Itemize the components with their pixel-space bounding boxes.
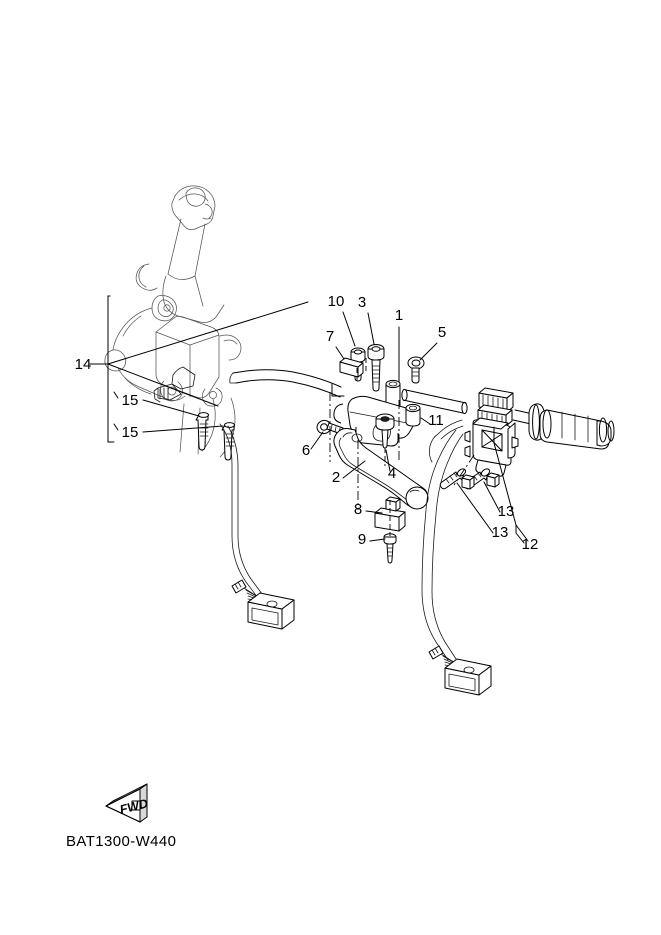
callout-14: 14 — [75, 356, 92, 373]
wiring-harness-left — [219, 423, 263, 599]
part-5-bolt — [407, 356, 425, 384]
switch-wire-stubs — [428, 419, 464, 463]
callout-1: 1 — [395, 307, 403, 324]
construction-dashed-lines — [329, 357, 475, 536]
callout-4: 4 — [388, 465, 396, 482]
callout-12: 12 — [522, 536, 539, 553]
wiring-harness-right — [421, 429, 464, 661]
clutch-switch-detail — [153, 366, 196, 403]
perch-bracket-box — [331, 383, 345, 397]
callout-11: 11 — [428, 412, 444, 429]
throttle-grip — [528, 403, 615, 450]
callout-13-upper: 13 — [498, 503, 515, 520]
part-7-bracket — [339, 357, 364, 378]
callout-6: 6 — [302, 442, 310, 459]
callout-numbers: 10 3 1 5 7 6 11 4 2 8 9 13 13 12 14 15 1… — [75, 293, 539, 553]
right-handlebar-switch — [464, 387, 519, 477]
part-11-collar — [405, 403, 421, 427]
callout-15-upper: 15 — [122, 392, 139, 409]
callout-10: 10 — [328, 293, 345, 310]
callout-15-lower: 15 — [122, 424, 139, 441]
leader-lines — [89, 295, 529, 544]
part-3-bolt — [367, 344, 385, 392]
callout-5: 5 — [438, 324, 446, 341]
part-9-screw — [383, 533, 397, 564]
handlebar-tube — [229, 369, 534, 425]
part-13-screw-lower — [439, 468, 467, 490]
part-code-label: BAT1300-W440 — [66, 833, 176, 850]
callout-13-lower: 13 — [492, 524, 509, 541]
fwd-label: FWD — [118, 796, 149, 816]
left-wire-connector — [231, 579, 295, 630]
callout-9: 9 — [358, 531, 366, 548]
switch-collars — [461, 472, 500, 490]
fwd-arrow-icon: FWD — [105, 783, 149, 823]
callout-7: 7 — [326, 328, 334, 345]
part-8-brake-switch — [374, 496, 406, 532]
right-wire-connector — [428, 645, 492, 696]
part-4-pivot-bolt — [375, 413, 395, 449]
left-master-cylinder-assembly — [104, 185, 242, 458]
brake-lever — [333, 428, 429, 510]
callout-8: 8 — [354, 501, 362, 518]
callout-2: 2 — [332, 469, 340, 486]
callout-3: 3 — [358, 294, 366, 311]
